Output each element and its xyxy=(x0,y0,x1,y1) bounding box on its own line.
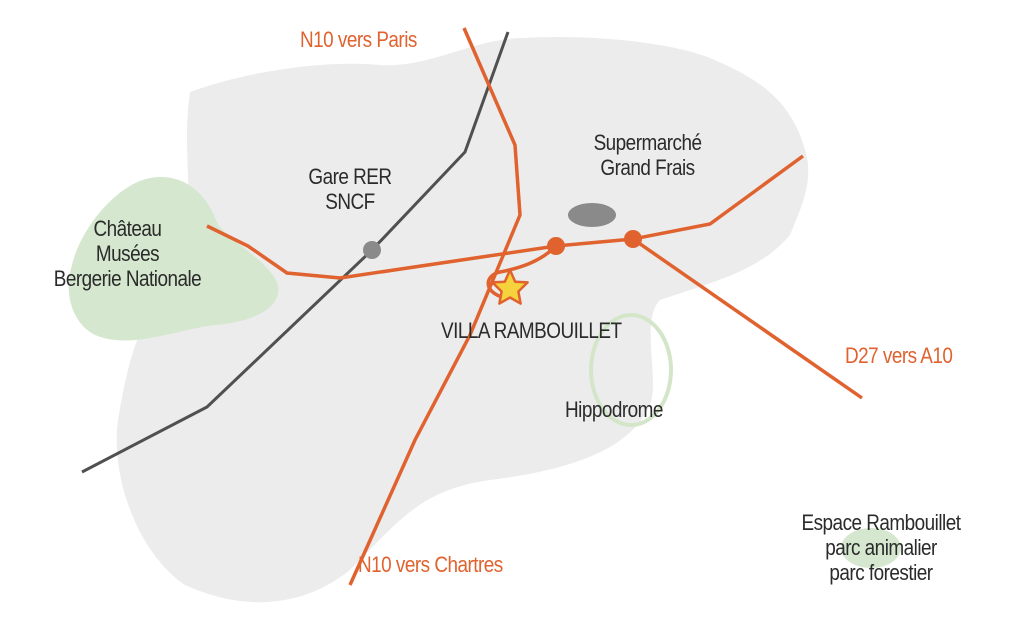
town-area xyxy=(116,36,809,603)
supermarket-label: Supermarché Grand Frais xyxy=(577,130,718,180)
road-label-text: N10 vers Paris xyxy=(300,27,417,52)
road-d27-a10 xyxy=(632,237,863,400)
road-d27-east xyxy=(555,154,805,248)
star-marker-icon xyxy=(491,268,529,305)
station-label-line: Gare RER xyxy=(308,164,392,189)
road-label-n10-chartres: N10 vers Chartres xyxy=(358,552,503,577)
espace-label: Espace Rambouillet parc animalier parc f… xyxy=(795,510,967,585)
road-d27-west xyxy=(206,224,557,280)
road-label-d27-a10: D27 vers A10 xyxy=(845,343,953,368)
chateau-label-line: Château xyxy=(93,216,162,241)
espace-label-line: parc forestier xyxy=(829,560,933,585)
hippodrome-label-text: Hippodrome xyxy=(565,397,663,422)
hippodrome-label: Hippodrome xyxy=(565,397,663,422)
road-label-n10-paris: N10 vers Paris xyxy=(300,27,417,52)
road-junction-icon xyxy=(547,237,565,255)
villa-access-road xyxy=(486,244,558,300)
station-label: Gare RER SNCF xyxy=(307,164,393,214)
chateau-label-line: Musées xyxy=(95,241,160,266)
villa-label: VILLA RAMBOUILLET xyxy=(441,318,622,343)
espace-label-line: parc animalier xyxy=(825,535,937,560)
villa-label-text: VILLA RAMBOUILLET xyxy=(441,318,622,343)
road-junction-icon xyxy=(624,230,642,248)
road-label-text: N10 vers Chartres xyxy=(358,552,503,577)
road-label-text: D27 vers A10 xyxy=(845,343,953,368)
station-dot-icon xyxy=(363,241,381,259)
chateau-label: Château Musées Bergerie Nationale xyxy=(32,216,223,291)
supermarket-label-line: Grand Frais xyxy=(600,155,695,180)
hippodrome-ring xyxy=(589,313,673,427)
supermarket-label-line: Supermarché xyxy=(593,130,702,155)
espace-park xyxy=(841,528,901,568)
station-label-line: SNCF xyxy=(325,189,375,214)
chateau-park xyxy=(68,177,279,341)
chateau-label-line: Bergerie Nationale xyxy=(53,266,202,291)
espace-label-line: Espace Rambouillet xyxy=(801,510,961,535)
supermarket-ellipse-icon xyxy=(568,203,616,227)
